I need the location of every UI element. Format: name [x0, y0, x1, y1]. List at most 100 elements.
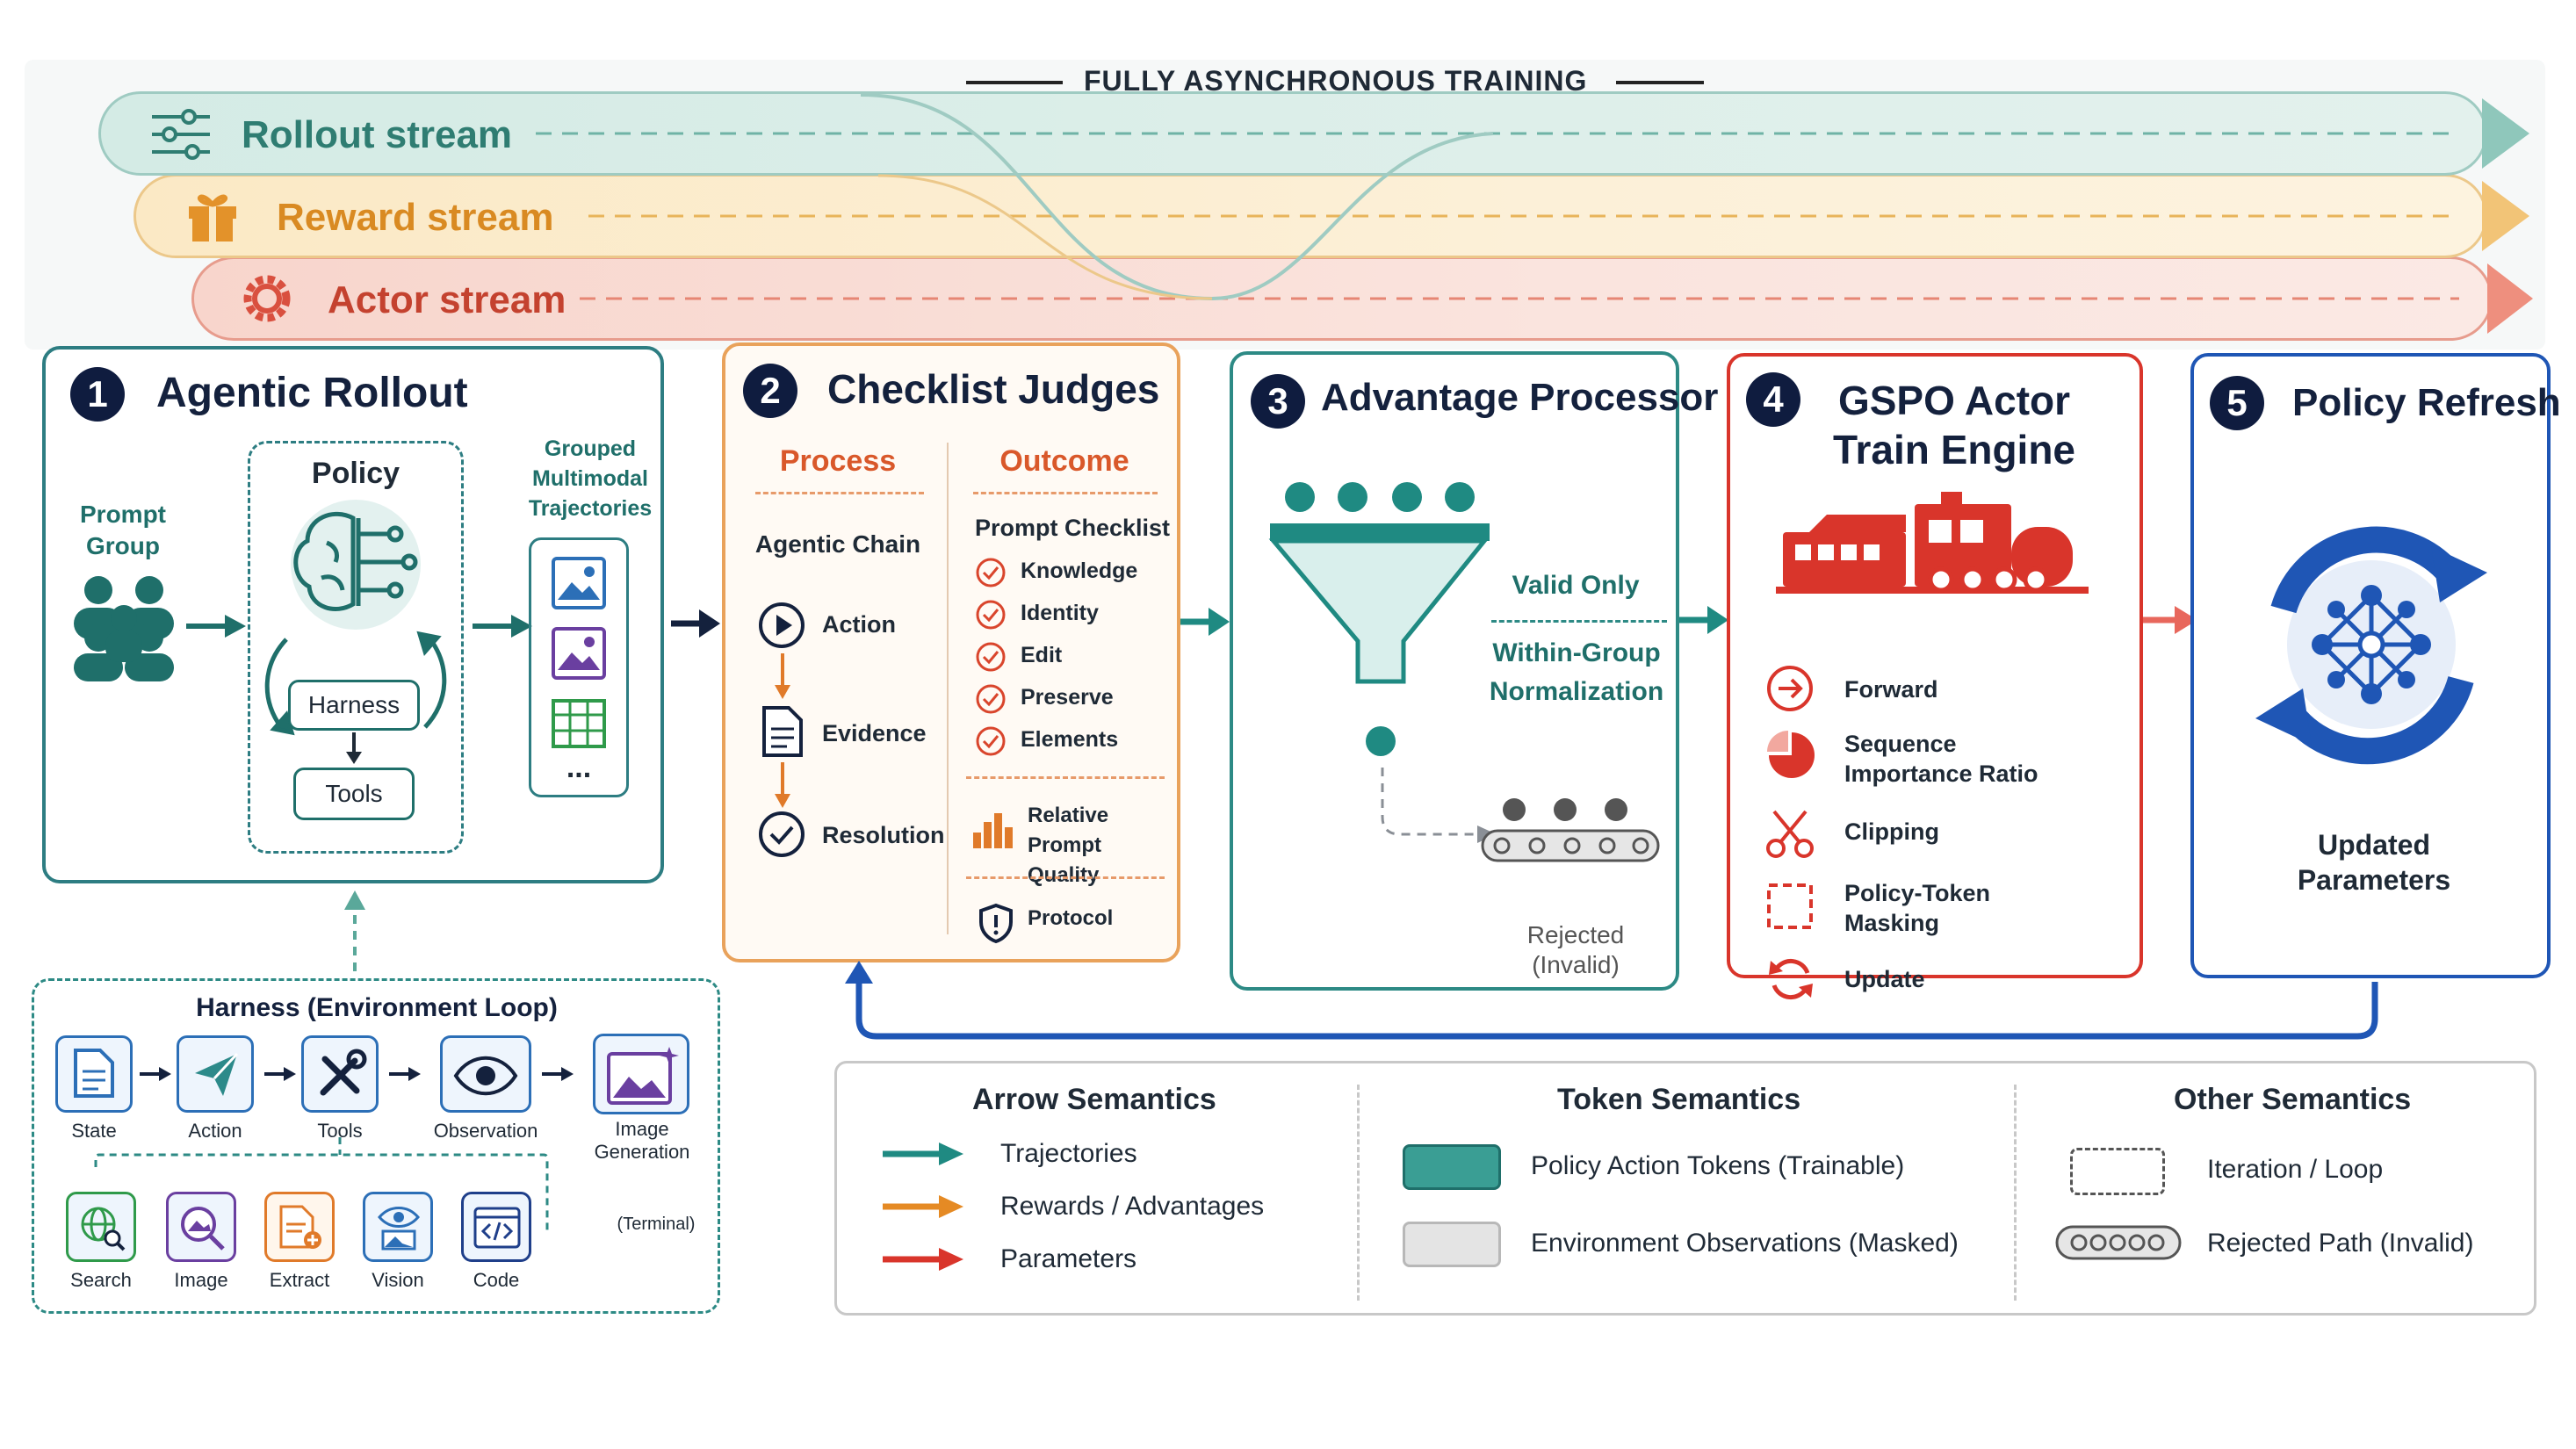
- checklist: Knowledge Identity Edit Preserve Element…: [975, 557, 1177, 776]
- panel-title: Agentic Rollout: [156, 370, 468, 416]
- step-label: Observation: [433, 1120, 538, 1142]
- checklist-item: Elements: [1021, 727, 1119, 752]
- dashed-square-icon: [1767, 883, 1813, 929]
- chain-action: Action: [822, 611, 896, 638]
- legend-arrow-label: Trajectories: [1000, 1139, 1137, 1168]
- trajectory-stack: ...: [529, 537, 629, 797]
- loop-arrow: [542, 1067, 574, 1081]
- stream-flow-lines: [536, 93, 2459, 301]
- title-rule-right: [1616, 81, 1704, 84]
- check-circle-icon: [976, 558, 1006, 588]
- legend-token-title: Token Semantics: [1557, 1083, 1801, 1116]
- check-circle-icon: [976, 600, 1006, 630]
- check-circle-icon: [976, 726, 1006, 756]
- legend-arrow-title: Arrow Semantics: [972, 1083, 1216, 1116]
- step-observation: [440, 1035, 531, 1113]
- shield-icon: [979, 903, 1013, 944]
- step-label: Action: [188, 1120, 242, 1142]
- rejected-conveyor-icon: [1481, 798, 1660, 862]
- outcome-header: Outcome: [999, 444, 1129, 478]
- chain-evidence: Evidence: [822, 720, 927, 746]
- gift-icon: [189, 194, 236, 243]
- iteration-loop-swatch: [2070, 1148, 2165, 1195]
- tool-image: [166, 1192, 236, 1262]
- rollout-stream-label: Rollout stream: [242, 113, 513, 156]
- panel-gspo-actor: 4 GSPO Actor Train Engine Forward Sequen…: [1727, 353, 2143, 1000]
- legend-token-label: Policy Action Tokens (Trainable): [1531, 1151, 1905, 1180]
- legend-divider: [2014, 1085, 2017, 1301]
- prompt-checklist-label: Prompt Checklist: [975, 515, 1171, 541]
- eye-icon: [453, 1056, 518, 1096]
- image-zoom-icon: [181, 1207, 225, 1251]
- tools-branch-lines: [94, 1137, 549, 1230]
- process-rule: [755, 492, 924, 494]
- tool-label: Code: [473, 1269, 520, 1291]
- tool-label: Extract: [269, 1269, 330, 1291]
- policy-container: [248, 441, 464, 854]
- gspo-item: Update: [1844, 966, 1925, 992]
- arrow-3-to-4: [1679, 606, 1728, 634]
- step-label: Image Generation: [594, 1118, 690, 1163]
- panel-title: Checklist Judges: [827, 366, 1160, 412]
- send-icon: [195, 1052, 239, 1096]
- agentic-chain-label: Agentic Chain: [754, 530, 921, 558]
- image-icon: [552, 627, 606, 680]
- tool-search: [66, 1192, 136, 1262]
- step-number-4: 4: [1746, 372, 1800, 427]
- arrow-to-trajectories: [473, 615, 532, 638]
- panel-advantage-processor: 3 Advantage Processor Valid Only Within-…: [1230, 351, 1718, 991]
- terminal-label: (Terminal): [617, 1215, 696, 1234]
- harness-to-rollout-arrow: [344, 890, 365, 971]
- loop-arrow: [140, 1067, 171, 1081]
- trainable-token-swatch: [1403, 1144, 1501, 1190]
- sliders-icon: [152, 109, 210, 160]
- loop-arrow: [389, 1067, 421, 1081]
- actor-stream-arrowhead: [2487, 263, 2533, 334]
- chain-arrow: [775, 653, 790, 699]
- document-icon: [762, 706, 803, 757]
- train-icon: [1776, 492, 2089, 594]
- check-circle-icon: [976, 684, 1006, 714]
- protocol-label: Protocol: [1028, 906, 1114, 930]
- step-state: [55, 1035, 133, 1113]
- more-ellipsis: ...: [566, 751, 592, 784]
- scissors-icon: [1766, 810, 1814, 858]
- parameters-arrow-swatch: [883, 1248, 963, 1271]
- legend-other-title: Other Semantics: [2174, 1083, 2412, 1116]
- rollout-stream: Rollout stream: [98, 91, 2487, 176]
- chain-arrow: [775, 762, 790, 808]
- tools-box: Tools: [293, 768, 415, 820]
- relative-quality-label: Relative Prompt Quality: [1028, 804, 1109, 887]
- checklist-item: Edit: [1021, 643, 1063, 667]
- panel-checklist-judges: 2 Checklist Judges Process Outcome Agent…: [722, 342, 1180, 962]
- chain-resolution: Resolution: [822, 822, 945, 848]
- panel-title: GSPO Actor Train Engine: [1832, 378, 2076, 472]
- title-rule-left: [966, 81, 1063, 84]
- updated-parameters-label: Updated Parameters: [2297, 829, 2451, 896]
- document-icon: [74, 1049, 114, 1098]
- tool-code: [461, 1192, 531, 1262]
- refresh-network-icon: [2255, 526, 2487, 765]
- refresh-icon: [1769, 958, 1813, 1000]
- gspo-item: Policy-Token Masking: [1844, 880, 1991, 936]
- arrow-2-to-3: [1180, 608, 1230, 636]
- panel-title: Policy Refresh: [2292, 381, 2561, 424]
- trajectories-arrow-swatch: [883, 1143, 963, 1165]
- rejected-path-swatch: [2055, 1225, 2182, 1260]
- step-image-generation: [593, 1034, 689, 1114]
- valid-rule: [1491, 620, 1667, 623]
- arrow-to-policy: [186, 615, 246, 638]
- checklist-item: Knowledge: [1021, 559, 1138, 583]
- step-label: State: [71, 1120, 117, 1142]
- legend-arrow-label: Rewards / Advantages: [1000, 1192, 1265, 1221]
- tool-vision: [363, 1192, 433, 1262]
- play-icon: [759, 602, 805, 648]
- bar-chart-icon: [973, 813, 1013, 848]
- protocol-rule: [966, 876, 1165, 879]
- reward-stream-arrowhead: [2482, 181, 2529, 251]
- normalization-label: Within-Group Normalization: [1489, 638, 1664, 706]
- vision-icon: [378, 1207, 420, 1251]
- brain-icon: [291, 500, 421, 630]
- forward-arrow-icon: [1767, 666, 1813, 711]
- step-number-3: 3: [1251, 374, 1305, 429]
